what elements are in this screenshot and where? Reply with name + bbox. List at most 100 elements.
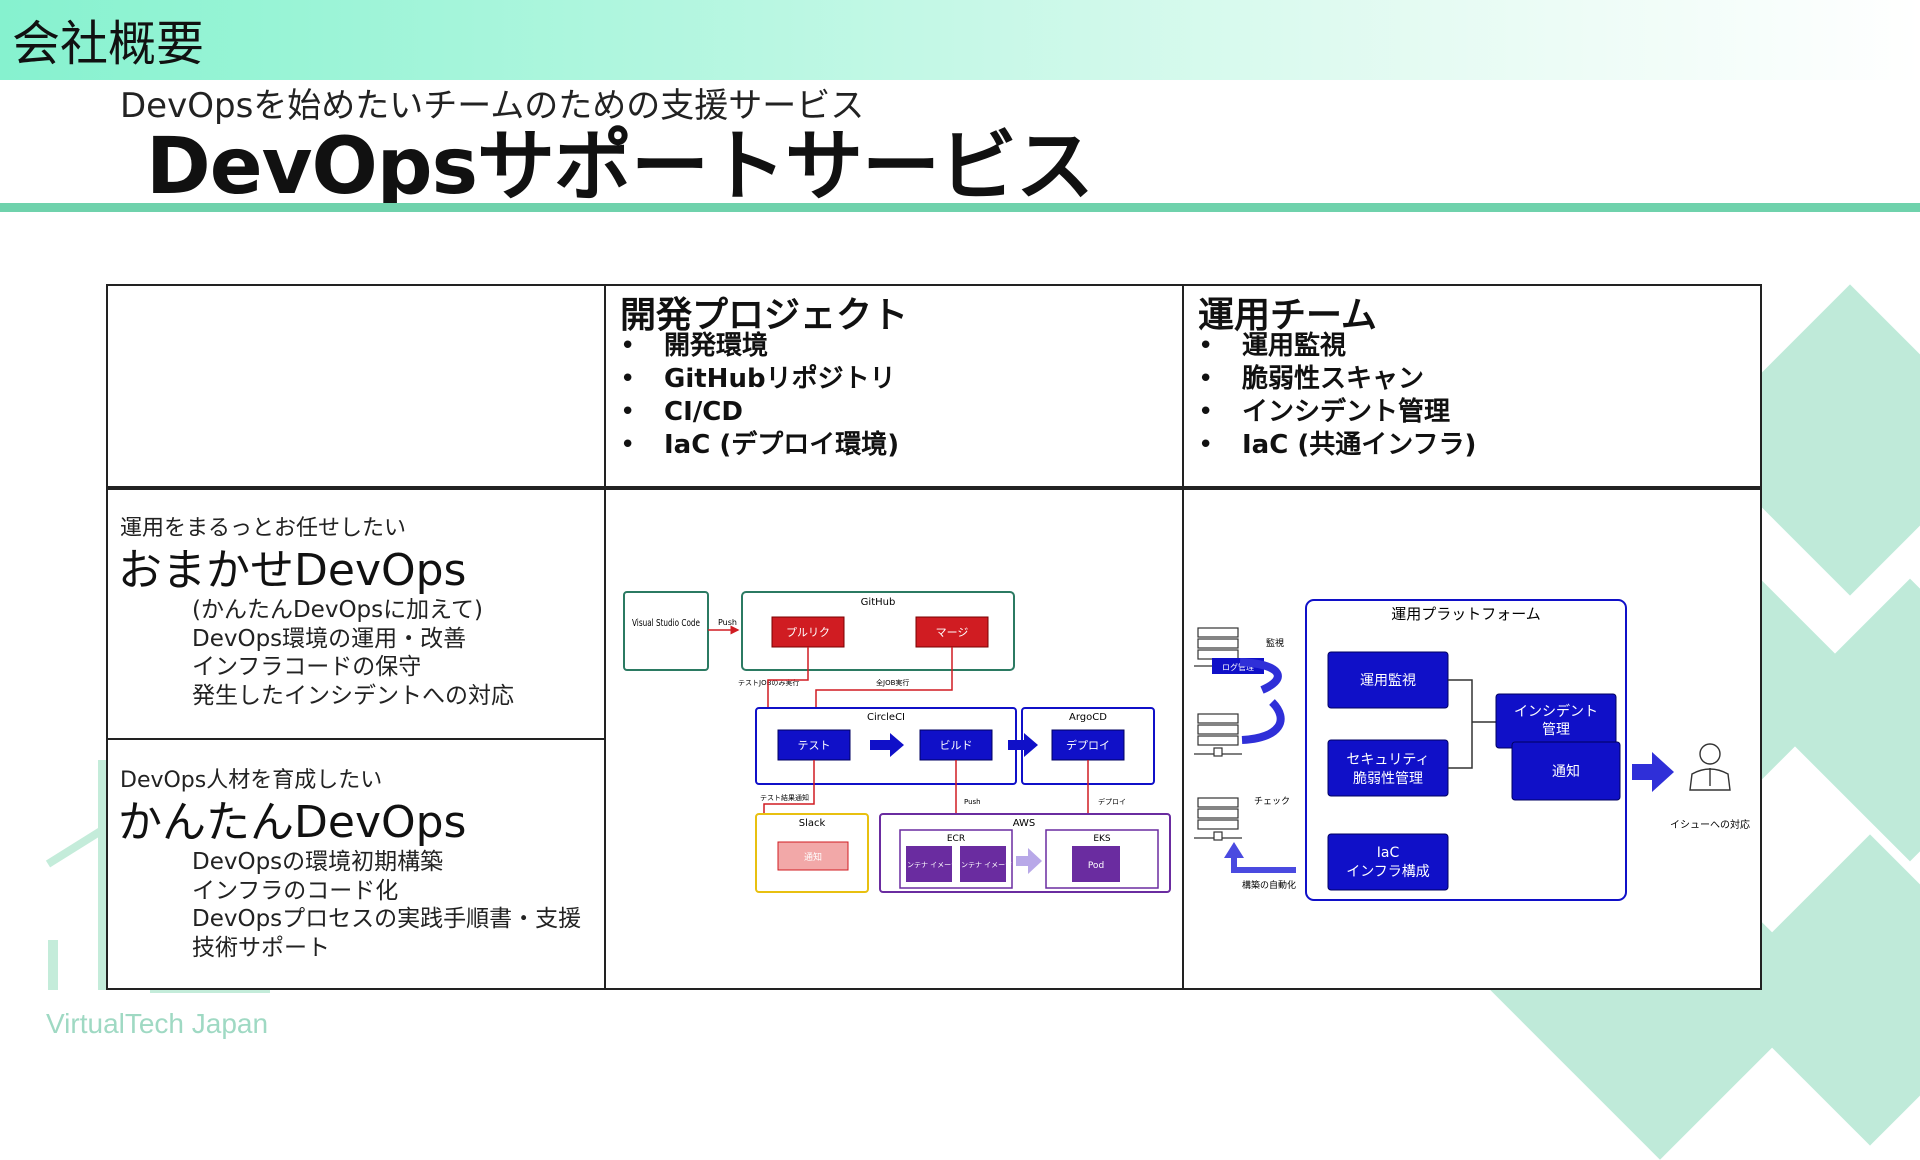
list-item: 運用監視 — [1198, 330, 1476, 363]
vscode-box — [623, 591, 709, 671]
merge-box — [915, 616, 989, 648]
kantan-title: かんたんDevOps — [118, 797, 467, 848]
security-label-2: 脆弱性管理 — [1353, 770, 1423, 787]
check-label: チェック — [1254, 796, 1290, 807]
container-image-label: コンテナ イメージ — [900, 861, 958, 869]
page-title: DevOpsサポートサービス — [146, 122, 1094, 212]
ops-platform-diagram: 監視 ログ管理 チェック 構築の自動化 運用プラットフォーム 運用監視 セキュリ… — [1194, 599, 1750, 901]
hero-subtitle: DevOpsを始めたいチームのための支援サービス — [120, 86, 865, 126]
auto-arrow-head — [1224, 842, 1244, 858]
flow-arrow — [870, 733, 904, 757]
dev-column-list: 開発環境 GitHubリポジトリ CI/CD IaC (デプロイ環境) — [620, 330, 899, 462]
server-icon — [1194, 797, 1242, 841]
curved-arrow — [1239, 658, 1282, 694]
omakase-subtitle: 運用をまるっとお任せしたい — [120, 516, 407, 541]
company-logo-text: VirtualTech Japan — [46, 1008, 269, 1039]
omakase-title: おまかせDevOps — [118, 545, 467, 596]
table-col-divider — [604, 284, 606, 990]
auto-arrow — [1231, 856, 1296, 873]
description-line: 技術サポート — [192, 934, 330, 961]
test-result-label: テスト結果通知 — [760, 793, 809, 802]
list-item: CI/CD — [620, 396, 899, 429]
container-image-box — [960, 846, 1006, 882]
pod-box — [1072, 846, 1120, 882]
table-row-divider — [106, 738, 606, 740]
monitoring-label: 運用監視 — [1360, 672, 1416, 689]
iac-box — [1327, 833, 1449, 891]
github-box — [741, 591, 1015, 671]
deploy-label: デプロイ — [1066, 738, 1110, 752]
eks-label: EKS — [1093, 834, 1111, 844]
pullreq-label: プルリク — [786, 626, 830, 639]
curved-arrow — [1241, 699, 1285, 744]
header-title: 会社概要 — [12, 16, 205, 72]
push2-label: Push — [964, 798, 981, 806]
incident-box — [1495, 693, 1617, 749]
notify-box — [1511, 741, 1621, 801]
list-item: 開発環境 — [620, 330, 899, 363]
build-label: ビルド — [940, 739, 973, 752]
incident-label-2: 管理 — [1542, 722, 1570, 738]
server-icon — [1194, 713, 1242, 757]
all-job-label: 全JOB実行 — [876, 678, 909, 687]
description-line: (かんたんDevOpsに加えて) — [192, 597, 483, 623]
merge-to-build-arrow — [811, 647, 953, 722]
table-col-divider — [1182, 284, 1184, 990]
description-line: 発生したインシデントへの対応 — [192, 682, 514, 709]
description-line: DevOpsプロセスの実践手順書・支援 — [192, 906, 582, 932]
issue-arrow — [1632, 752, 1674, 792]
kantan-subtitle: DevOps人材を育成したい — [120, 768, 383, 793]
slack-label: Slack — [799, 818, 826, 829]
flow-arrow — [1008, 733, 1038, 757]
notify-label: 通知 — [804, 851, 822, 863]
deploy-box — [1051, 729, 1125, 761]
title-rule — [0, 203, 1920, 212]
notify-box — [777, 841, 849, 871]
aws-label: AWS — [1013, 818, 1036, 829]
monitor-label: 監視 — [1266, 637, 1284, 649]
table-border-top — [106, 284, 1762, 286]
deploy2-label: デプロイ — [1098, 797, 1126, 806]
description-line: インフラのコード化 — [192, 877, 399, 904]
description-line: DevOpsの環境初期構築 — [192, 849, 444, 875]
ops-column-list: 運用監視 脆弱性スキャン インシデント管理 IaC (共通インフラ) — [1198, 330, 1476, 462]
merge-label: マージ — [936, 626, 969, 639]
ecr-label: ECR — [947, 834, 965, 844]
incident-label-1: インシデント — [1514, 703, 1598, 720]
list-item: 脆弱性スキャン — [1198, 363, 1476, 396]
github-label: GitHub — [861, 597, 896, 608]
description-line: DevOps環境の運用・改善 — [192, 625, 467, 652]
circleci-label: CircleCI — [867, 712, 905, 723]
ecr-to-eks-arrow — [1016, 848, 1042, 874]
list-item: IaC (共通インフラ) — [1198, 429, 1476, 462]
dev-pipeline-diagram: Visual Studio Code Push GitHub プルリク マージ … — [623, 591, 1171, 893]
description-line: インフラコードの保守 — [192, 654, 422, 680]
table-border-right — [1760, 284, 1762, 990]
notify-label: 通知 — [1552, 763, 1580, 780]
argocd-label: ArgoCD — [1069, 712, 1107, 723]
container-image-label: コンテナ イメージ — [954, 861, 1012, 869]
test-label: テスト — [798, 739, 831, 752]
log-mgmt-label: ログ管理 — [1222, 662, 1254, 672]
logo-mark-bar — [48, 940, 58, 990]
header-band — [0, 0, 1920, 80]
table-header-divider — [106, 486, 1762, 490]
person-icon — [1689, 743, 1731, 791]
list-item: IaC (デプロイ環境) — [620, 429, 899, 462]
kantan-description: DevOpsの環境初期構築 インフラのコード化 DevOpsプロセスの実践手順書… — [192, 848, 581, 962]
iac-label-2: インフラ構成 — [1346, 864, 1430, 880]
connector — [1448, 679, 1473, 769]
security-label-1: セキュリティ — [1346, 752, 1429, 768]
iac-label-1: IaC — [1377, 845, 1400, 861]
vscode-label: Visual Studio Code — [632, 618, 700, 629]
pod-label: Pod — [1088, 861, 1104, 871]
issue-label: イシューへの対応 — [1670, 818, 1750, 831]
platform-title: 運用プラットフォーム — [1391, 605, 1541, 623]
table-border-left — [106, 284, 108, 990]
auto-label: 構築の自動化 — [1242, 879, 1296, 891]
container-image-box — [906, 846, 952, 882]
security-box — [1327, 739, 1449, 797]
list-item: GitHubリポジトリ — [620, 363, 899, 396]
push-label: Push — [718, 618, 737, 627]
pullreq-box — [771, 616, 845, 648]
